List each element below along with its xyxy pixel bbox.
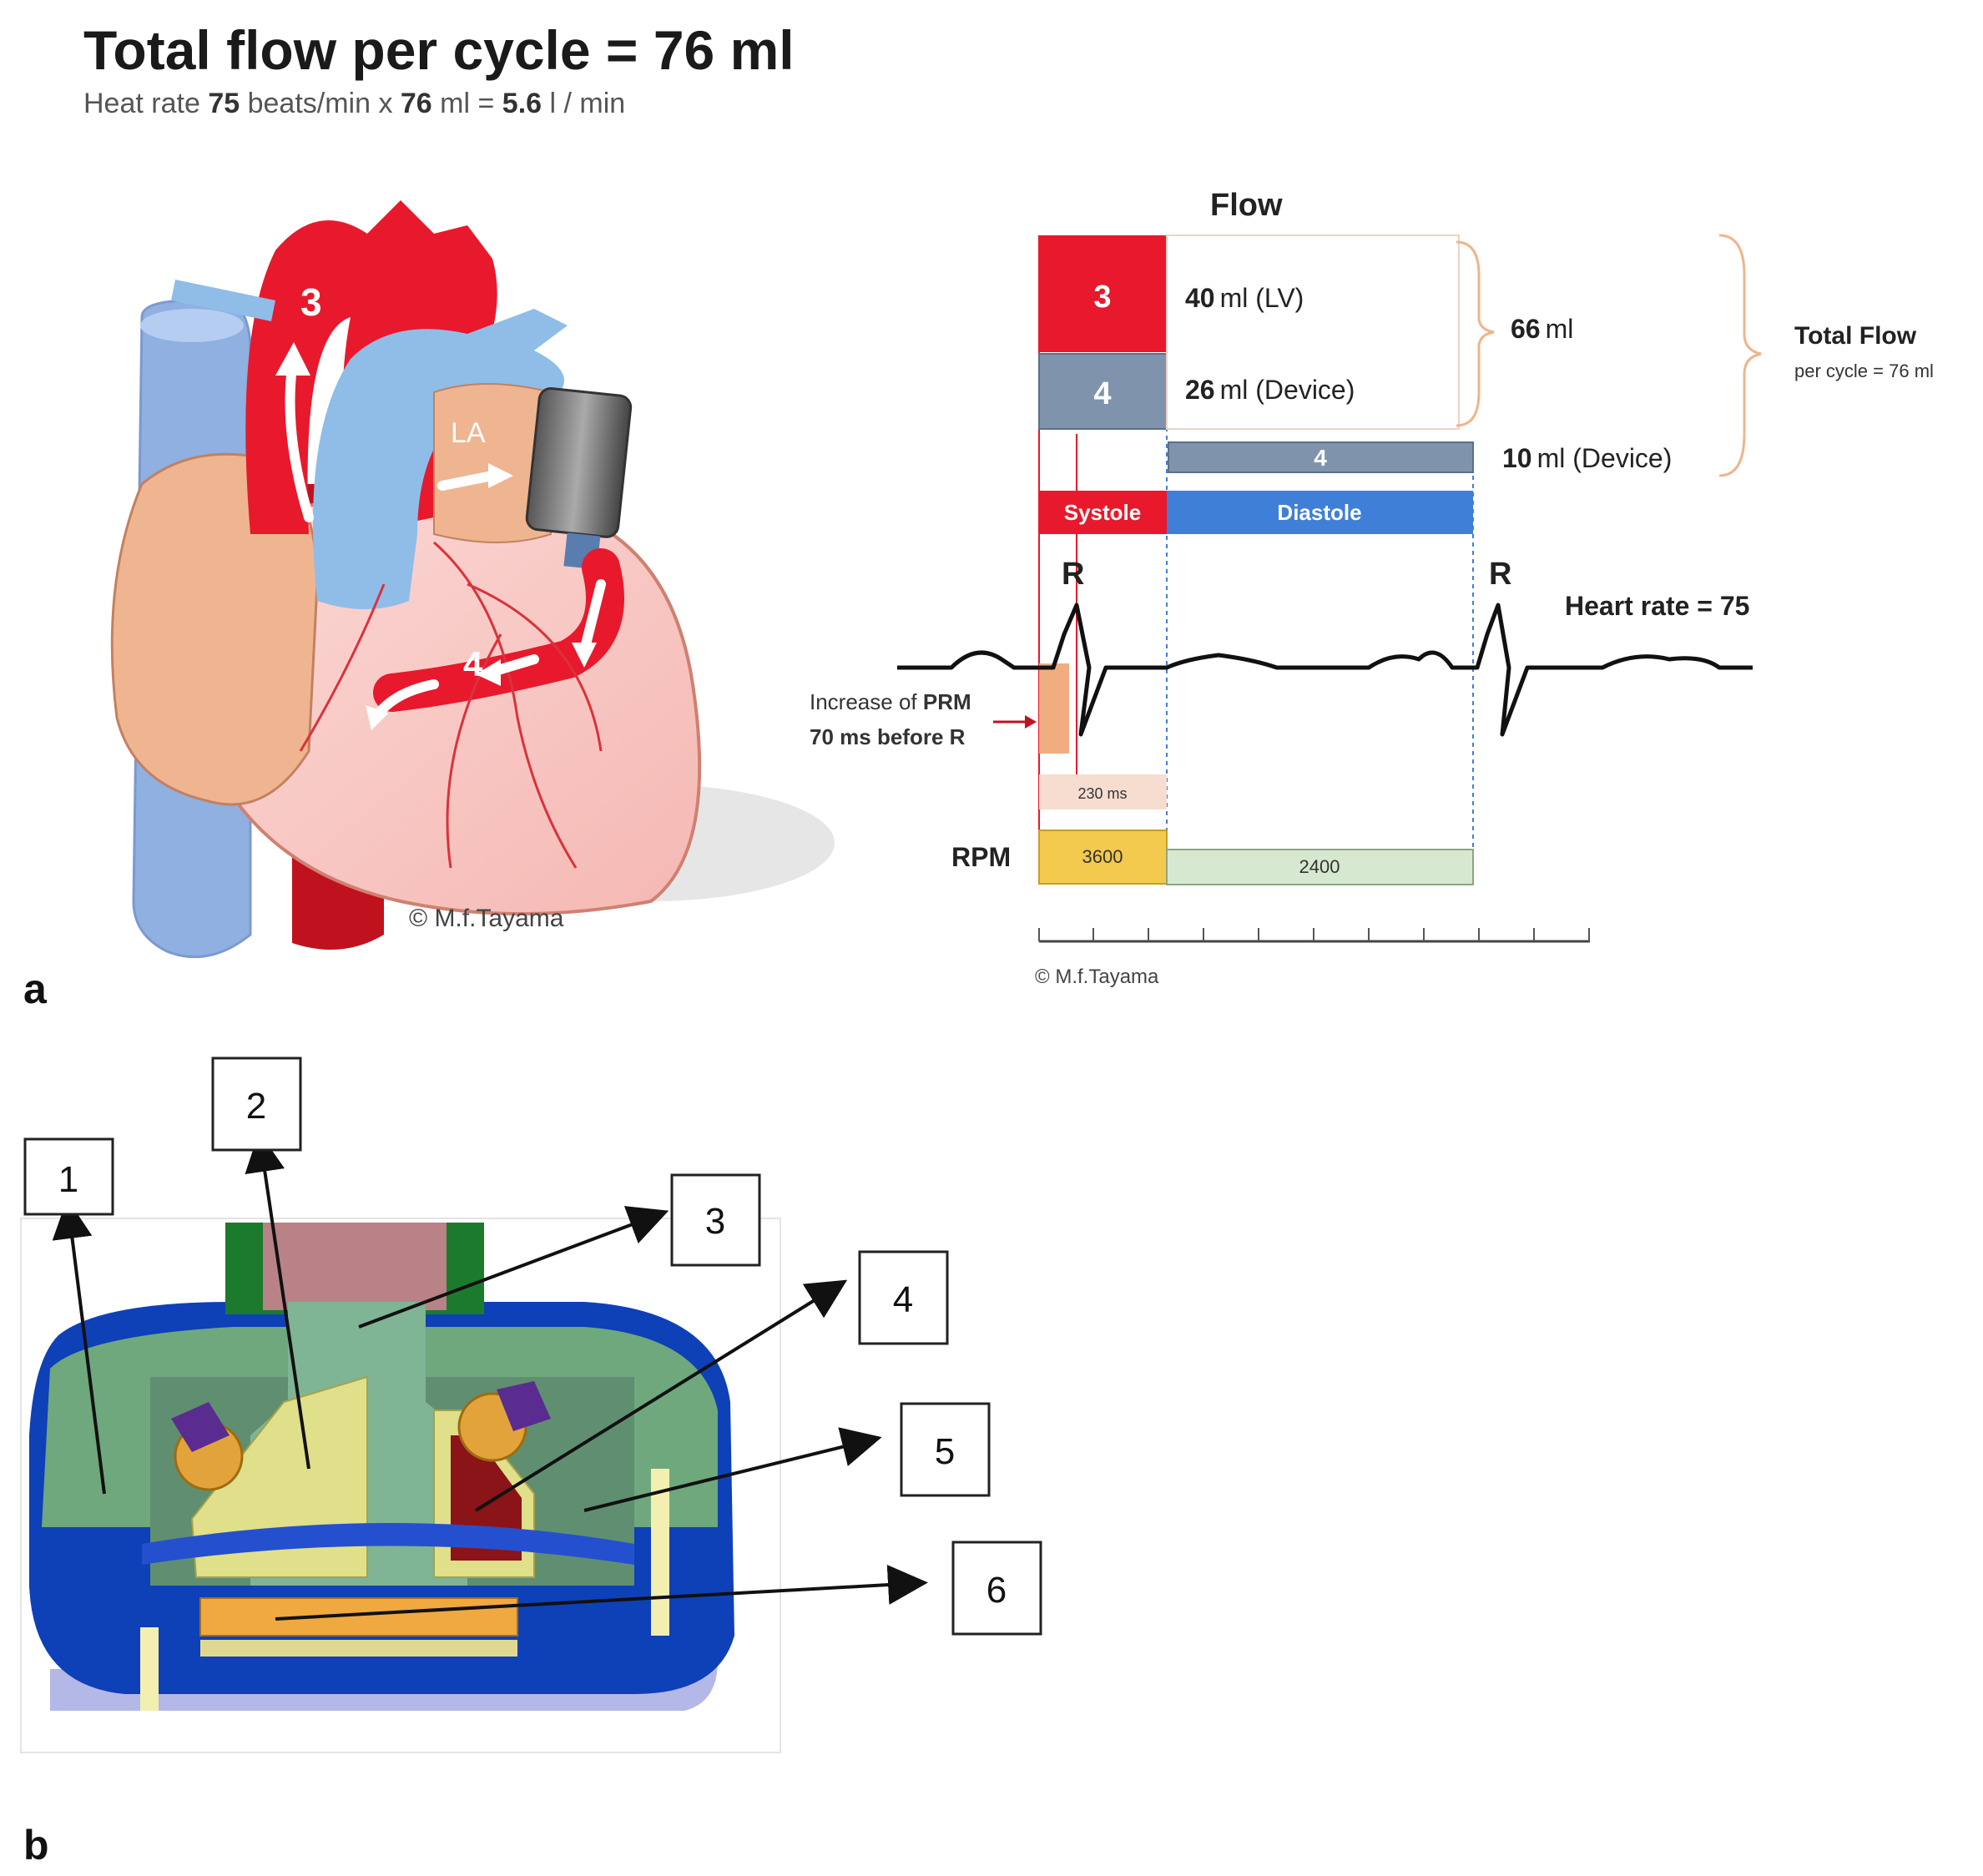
callout-label-2: 2: [246, 1086, 266, 1127]
diastolic-device-label: 4: [1314, 445, 1327, 471]
total-flow-label: Total Flow: [1794, 322, 1917, 350]
callout-arrows: [52, 1132, 928, 1621]
left-atrium: [433, 383, 552, 543]
figure-subtitle: Heat rate 75 beats/min x 76 ml = 5.6 l /…: [83, 88, 625, 120]
subtitle-mid1: beats/min x: [240, 88, 401, 119]
rpm-low-label: 2400: [1299, 856, 1340, 877]
callout-label-4: 4: [893, 1279, 913, 1320]
figure-title: Total flow per cycle = 76 ml: [83, 19, 795, 81]
rpm-label: RPM: [951, 842, 1011, 872]
ms-box: [1039, 774, 1167, 809]
callout-box-6: [951, 1541, 1042, 1636]
flow-arrowheads: [275, 342, 597, 730]
bearing-right-cap: [497, 1381, 551, 1431]
bolt-right: [651, 1469, 669, 1636]
vena-cava-top: [140, 309, 244, 342]
device-flow-value: 26: [1185, 375, 1215, 405]
subtitle-pre: Heat rate: [83, 88, 209, 119]
lv-flow-value: 40: [1185, 283, 1215, 313]
bolt-left: [140, 1627, 159, 1711]
device-frame: [20, 1218, 781, 1753]
panel-label-b: b: [23, 1822, 49, 1868]
svc-branch: [171, 280, 275, 321]
callout-box-1: [23, 1137, 114, 1216]
heart-illustration: 3 4 LA © M.f.Tayama: [110, 200, 835, 959]
panel-label-a: a: [23, 966, 48, 1012]
stator-ring: [142, 1523, 634, 1565]
flow-heading: Flow: [1210, 188, 1283, 223]
device-flow-unit: ml (Device): [1220, 375, 1355, 405]
heart-label-la: LA: [451, 417, 486, 449]
bracket-66: [1456, 240, 1495, 427]
subtitle-unit: l / min: [542, 88, 626, 119]
increase-text1: Increase of: [810, 689, 923, 714]
diastolic-device-bar: [1168, 441, 1474, 473]
flow-copyright: © M.f.Tayama: [1035, 966, 1159, 988]
heart-label-4: 4: [463, 644, 483, 683]
sum-flow-unit: ml: [1546, 314, 1574, 344]
bracket-total: [1718, 234, 1762, 477]
rpm-low-bar: [1166, 849, 1474, 885]
subtitle-result: 5.6: [502, 88, 542, 119]
flow-box-outline: [1166, 234, 1460, 430]
motor-coils: [199, 1597, 518, 1636]
callout-box-2: [211, 1057, 302, 1152]
callout-label-1: 1: [58, 1159, 78, 1200]
callout-box-4: [858, 1250, 949, 1345]
coronary-vessels: [299, 541, 603, 869]
sum-flow-value: 66: [1511, 314, 1541, 344]
flow-box-4: [1038, 353, 1168, 430]
increase-prm-line2: 70 ms before R: [810, 724, 966, 749]
subtitle-mid2: ml =: [431, 88, 502, 119]
bearing-left-cap: [171, 1402, 230, 1452]
diastole-label: Diastole: [1277, 500, 1361, 525]
subtitle-hr: 75: [208, 88, 240, 119]
motor-plate: [200, 1640, 517, 1657]
increase-prm-line1: Increase of PRM: [810, 689, 971, 714]
rpm-high-bar: [1038, 830, 1168, 885]
flow-box-3-label: 3: [1093, 280, 1111, 315]
lv-flow-unit: ml (LV): [1220, 283, 1304, 313]
callout-box-5: [900, 1402, 991, 1497]
systole-label: Systole: [1064, 500, 1142, 525]
r-label-1: R: [1062, 557, 1084, 592]
callout-label-5: 5: [935, 1431, 955, 1472]
r-label-2: R: [1489, 557, 1511, 592]
ecg-trace: [897, 603, 1753, 737]
callout-box-3: [670, 1173, 761, 1267]
total-flow-sub: per cycle = 76 ml: [1794, 361, 1934, 381]
diastole-bar: [1167, 491, 1473, 534]
increase-r: R: [950, 724, 966, 749]
diastolic-flow-value: 10: [1502, 443, 1532, 473]
prm-ramp: [1039, 663, 1069, 754]
time-ruler: [1038, 928, 1590, 943]
subtitle-vol: 76: [400, 88, 432, 119]
systole-bar: [1039, 491, 1167, 534]
flow-box-4-label: 4: [1093, 376, 1111, 411]
increase-text2: 70 ms before: [810, 724, 950, 749]
callout-label-3: 3: [705, 1201, 725, 1242]
flow-box-3: [1039, 235, 1167, 352]
callout-label-6: 6: [986, 1570, 1007, 1611]
rpm-high-label: 3600: [1082, 846, 1123, 867]
callout-boxes: 1 2 3 4 5 6: [23, 1057, 1042, 1636]
prm-arrow-head: [1025, 715, 1037, 729]
device-inlet: [263, 1223, 447, 1310]
flow-arrows: [285, 362, 606, 723]
ms-box-label: 230 ms: [1077, 785, 1127, 802]
heart-label-3: 3: [300, 280, 322, 324]
diastolic-flow-unit: ml (Device): [1537, 443, 1673, 473]
device-cross-section: [20, 1218, 781, 1753]
heart-copyright: © M.f.Tayama: [409, 905, 564, 932]
increase-prm: PRM: [923, 689, 971, 714]
heart-rate-label: Heart rate = 75: [1565, 591, 1749, 621]
